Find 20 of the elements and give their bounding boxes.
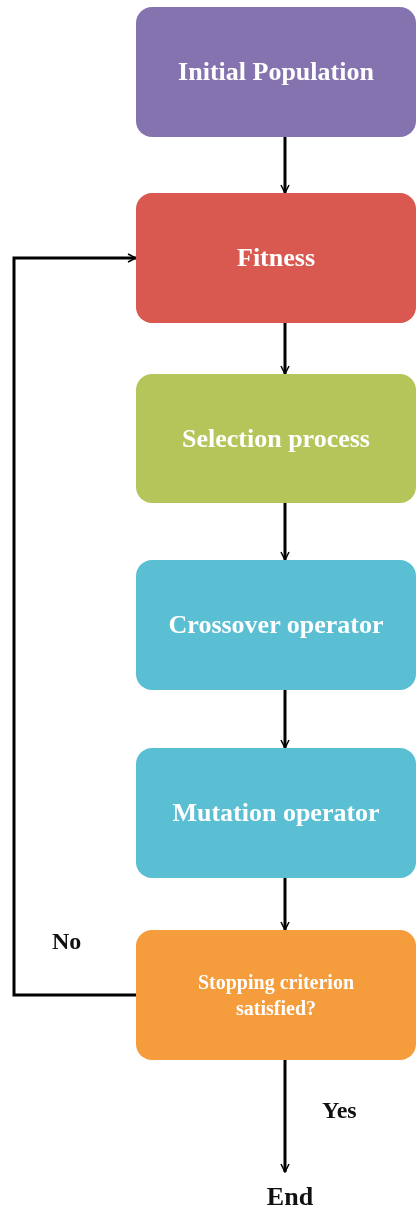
box-text: Mutation operator (172, 797, 380, 830)
arrow (280, 1060, 290, 1173)
arrow (280, 137, 290, 194)
box-text: Crossover operator (168, 609, 384, 642)
process-box (136, 7, 416, 137)
arrow (12, 253, 137, 997)
process-box (136, 748, 416, 878)
end-label: End (266, 1181, 314, 1213)
process-box (136, 374, 416, 503)
box-text: Initial Population (178, 56, 374, 89)
process-box (136, 930, 416, 1060)
arrow (280, 878, 290, 931)
process-box (136, 560, 416, 690)
process-box (136, 193, 416, 323)
box-text: Selection process (182, 422, 370, 455)
box-text: Stopping criterion satisfied? (196, 970, 356, 1021)
arrow (280, 503, 290, 561)
box-text: Fitness (237, 242, 315, 275)
arrow (280, 323, 290, 375)
arrow (280, 690, 290, 749)
